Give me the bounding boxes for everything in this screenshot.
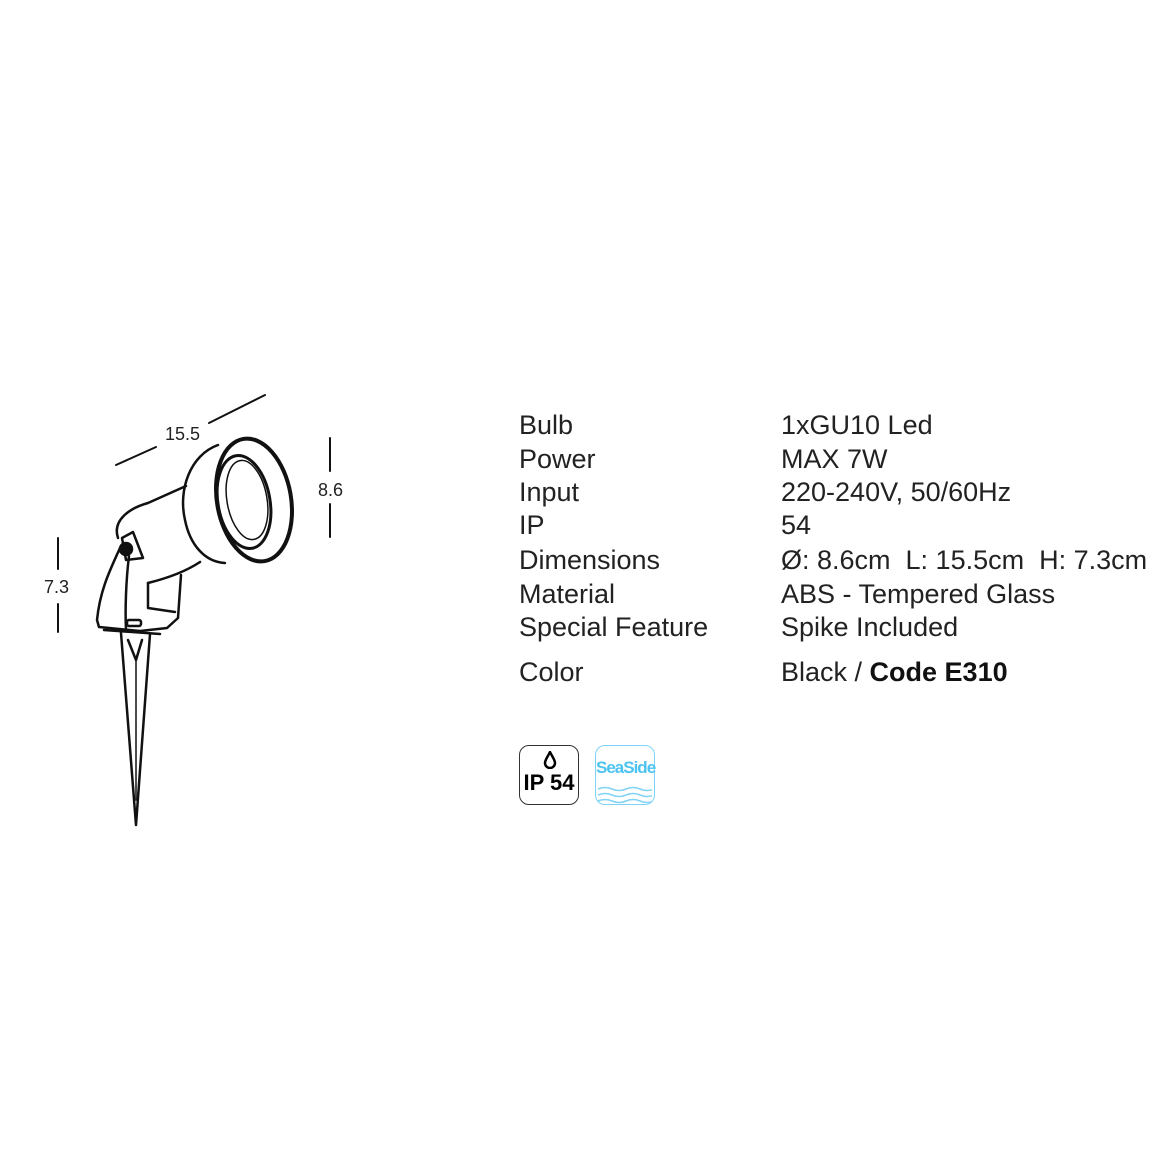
seaside-badge: SeaSide [595,745,656,805]
code-label: Code [869,657,938,687]
spec-label-power: Power [519,444,596,474]
spec-value-material: ABS - Tempered Glass [781,579,1056,609]
color-value: Black / [781,657,870,687]
product-code: E310 [944,657,1008,687]
spec-label-color: Color [519,657,584,687]
ip54-badge: IP 54 [519,745,579,805]
spec-value-color: Black / Code E310 [781,656,1008,689]
spec-label-special-feature: Special Feature [519,612,709,642]
seaside-badge-text: SeaSide [596,758,656,777]
height-dimension: 7.3 [44,577,70,597]
spec-label-material: Material [519,579,616,609]
spec-label-ip: IP [519,510,545,540]
diameter-dimension: 8.6 [318,480,344,500]
water-drop-icon [543,751,557,769]
ip-badge-text: IP 54 [523,770,575,795]
spec-value-input: 220-240V, 50/60Hz [781,477,1012,507]
spec-value-power: MAX 7W [781,444,888,474]
spec-label-bulb: Bulb [519,410,574,440]
spotlight-drawing [57,394,331,827]
spec-value-dimensions: Ø: 8.6cm L: 15.5cm H: 7.3cm [781,545,1148,575]
length-dimension: 15.5 [165,424,201,444]
spec-label-dimensions: Dimensions [519,545,661,575]
spec-value-special-feature: Spike Included [781,612,959,642]
waves-icon [598,786,652,804]
spec-value-ip: 54 [781,510,812,540]
spec-label-input: Input [519,477,580,507]
spec-value-bulb: 1xGU10 Led [781,410,933,440]
